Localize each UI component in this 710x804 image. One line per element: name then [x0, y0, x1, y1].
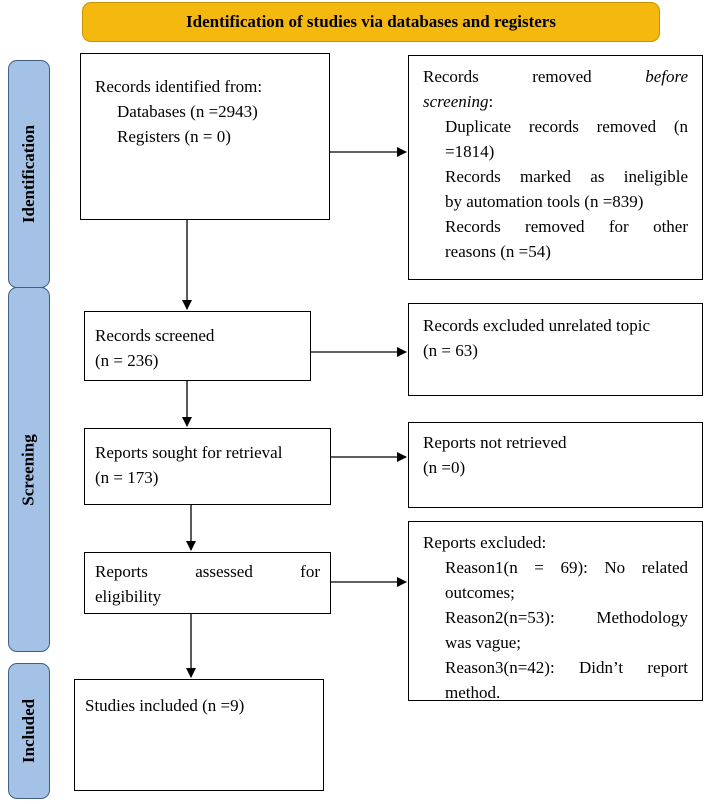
reason2-line2: was vague; [445, 633, 522, 652]
records-identified-title: Records identified from: [95, 77, 263, 96]
records-removed-box: Records removed before screening: Duplic… [408, 55, 703, 280]
reports-assessed-box: Reports assessed for eligibility [84, 552, 331, 614]
records-screened-box: Records screened (n = 236) [84, 311, 311, 381]
reports-sought-title: Reports sought for retrieval [95, 443, 283, 462]
reason2-line1: Reason2(n=53): Methodology [445, 608, 688, 627]
ineligible-line1: Records marked as ineligible [445, 167, 688, 186]
reports-assessed-line1: Reports assessed for [95, 562, 320, 581]
reports-excluded-box: Reports excluded: Reason1(n = 69): No re… [408, 521, 703, 702]
header-banner: Identification of studies via databases … [82, 2, 660, 42]
records-screened-title: Records screened [95, 326, 215, 345]
reason3-line2: method. [445, 683, 501, 702]
records-excluded-count: (n = 63) [423, 341, 478, 360]
studies-included-box: Studies included (n =9) [74, 679, 324, 791]
databases-count: Databases (n =2943) [117, 102, 258, 121]
reports-sought-count: (n = 173) [95, 468, 159, 487]
reports-not-retrieved-title: Reports not retrieved [423, 433, 567, 452]
reports-not-retrieved-count: (n =0) [423, 458, 466, 477]
phase-identification: Identification [8, 60, 50, 288]
duplicates-line2: =1814) [445, 142, 495, 161]
reports-assessed-line2: eligibility [95, 587, 162, 606]
other-line1: Records removed for other [445, 217, 688, 236]
reports-sought-box: Reports sought for retrieval (n = 173) [84, 428, 331, 505]
studies-included-title: Studies included (n =9) [85, 696, 245, 715]
records-excluded-title: Records excluded unrelated topic [423, 316, 651, 335]
records-screened-count: (n = 236) [95, 351, 159, 370]
reports-not-retrieved-box: Reports not retrieved (n =0) [408, 422, 703, 508]
records-removed-title-line1: Records removed before [423, 67, 688, 86]
reason1-line2: outcomes; [445, 583, 515, 602]
reports-excluded-title: Reports excluded: [423, 533, 547, 552]
reason1-line1: Reason1(n = 69): No related [445, 558, 688, 577]
other-line2: reasons (n =54) [445, 242, 551, 261]
records-removed-title-line2: screening: [423, 92, 494, 111]
duplicates-line1: Duplicate records removed (n [445, 117, 688, 136]
records-identified-box: Records identified from: Databases (n =2… [80, 53, 330, 220]
header-title: Identification of studies via databases … [186, 12, 556, 31]
phase-screening: Screening [8, 287, 50, 652]
phase-included: Included [8, 663, 50, 799]
records-excluded-box: Records excluded unrelated topic (n = 63… [408, 303, 703, 396]
reason3-line1: Reason3(n=42): Didn’t report [445, 658, 688, 677]
registers-count: Registers (n = 0) [117, 127, 231, 146]
ineligible-line2: by automation tools (n =839) [445, 192, 644, 211]
